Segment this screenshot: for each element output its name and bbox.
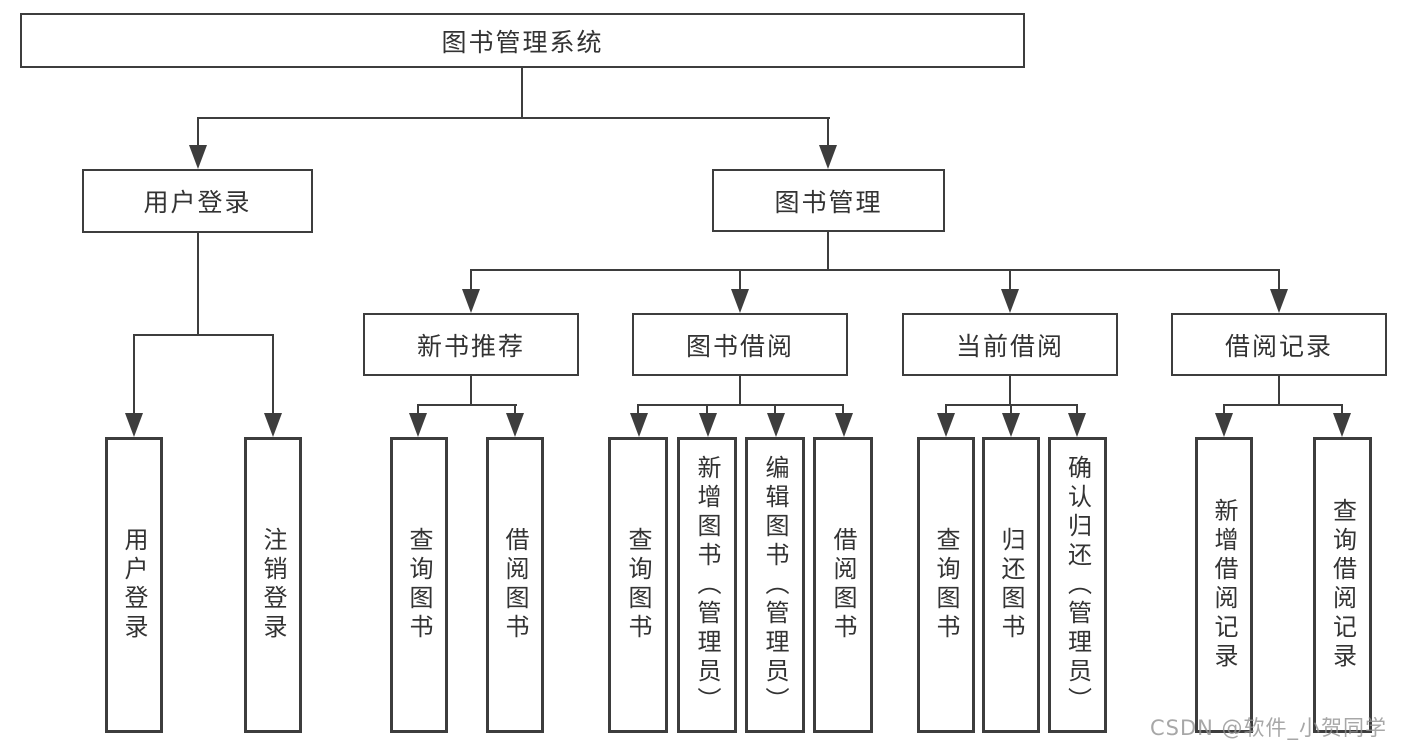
connector-line: [417, 404, 419, 415]
connector-line: [521, 68, 523, 119]
node-label: 图书管理系统: [441, 27, 604, 57]
connector-line: [1223, 404, 1225, 415]
arrowhead-icon: [937, 413, 955, 437]
arrowhead-icon: [264, 413, 282, 437]
connector-line: [470, 376, 472, 406]
leaf-nbr-borrow-books: 借阅图书: [486, 437, 544, 733]
node-label: 当前借阅: [955, 331, 1064, 361]
node-label: 确认归还（管理员）: [1063, 454, 1092, 716]
node-label: 借阅记录: [1224, 331, 1333, 361]
arrowhead-icon: [731, 289, 749, 313]
arrowhead-icon: [767, 413, 785, 437]
connector-line: [1278, 376, 1280, 406]
arrowhead-icon: [409, 413, 427, 437]
connector-line: [197, 117, 199, 147]
node-label: 借阅图书: [501, 527, 529, 643]
connector-line: [133, 334, 135, 415]
leaf-logout: 注销登录: [244, 437, 302, 733]
leaf-nbr-query-books: 查询图书: [390, 437, 448, 733]
arrowhead-icon: [506, 413, 524, 437]
node-label: 查询借阅记录: [1328, 498, 1357, 672]
node-label: 新书推荐: [416, 331, 525, 361]
leaf-br-query-record: 查询借阅记录: [1313, 437, 1372, 733]
leaf-cb-query-books: 查询图书: [917, 437, 975, 733]
node-new-book-recommend: 新书推荐: [363, 313, 579, 376]
leaf-br-add-record: 新增借阅记录: [1195, 437, 1253, 733]
connector-line: [514, 404, 516, 415]
connector-line: [272, 334, 274, 415]
connector-line: [1278, 269, 1280, 291]
connector-line: [417, 404, 517, 406]
node-user-login: 用户登录: [82, 169, 313, 233]
leaf-bb-add-books-admin: 新增图书（管理员）: [677, 437, 737, 733]
arrowhead-icon: [1068, 413, 1086, 437]
node-label: 用户登录: [143, 188, 252, 217]
arrowhead-icon: [1001, 289, 1019, 313]
connector-line: [945, 404, 947, 415]
connector-line: [470, 269, 472, 291]
connector-line: [470, 269, 1280, 271]
node-label: 查询图书: [932, 527, 960, 643]
arrowhead-icon: [699, 413, 717, 437]
node-label: 图书管理: [774, 187, 883, 217]
node-label: 用户登录: [120, 527, 148, 643]
connector-line: [637, 404, 844, 406]
leaf-bb-query-books: 查询图书: [608, 437, 668, 733]
connector-line: [739, 376, 741, 406]
connector-line: [1010, 404, 1012, 415]
connector-line: [827, 117, 829, 147]
connector-line: [637, 404, 639, 415]
arrowhead-icon: [189, 145, 207, 169]
node-label: 查询图书: [405, 527, 433, 643]
arrowhead-icon: [1215, 413, 1233, 437]
connector-line: [706, 404, 708, 415]
connector-line: [1341, 404, 1343, 415]
node-book-borrowing: 图书借阅: [632, 313, 848, 376]
node-label: 编辑图书（管理员）: [761, 454, 789, 716]
arrowhead-icon: [462, 289, 480, 313]
connector-line: [1223, 404, 1343, 406]
leaf-cb-confirm-return-admin: 确认归还（管理员）: [1048, 437, 1107, 733]
connector-line: [1076, 404, 1078, 415]
arrowhead-icon: [1002, 413, 1020, 437]
node-root: 图书管理系统: [20, 13, 1025, 68]
connector-line: [774, 404, 776, 415]
connector-line: [827, 232, 829, 271]
node-label: 归还图书: [997, 527, 1025, 643]
connector-line: [133, 334, 274, 336]
connector-line: [739, 269, 741, 291]
node-label: 新增图书（管理员）: [693, 454, 721, 716]
connector-line: [197, 117, 830, 119]
leaf-bb-edit-books-admin: 编辑图书（管理员）: [745, 437, 805, 733]
arrowhead-icon: [125, 413, 143, 437]
arrowhead-icon: [1270, 289, 1288, 313]
connector-line: [1009, 376, 1011, 406]
node-label: 图书借阅: [685, 331, 794, 361]
connector-line: [197, 233, 199, 336]
arrowhead-icon: [835, 413, 853, 437]
leaf-bb-borrow-books: 借阅图书: [813, 437, 873, 733]
node-label: 查询图书: [624, 527, 652, 643]
connector-line: [1009, 269, 1011, 291]
arrowhead-icon: [630, 413, 648, 437]
node-book-management: 图书管理: [712, 169, 945, 232]
node-borrow-records: 借阅记录: [1171, 313, 1387, 376]
leaf-user-login: 用户登录: [105, 437, 163, 733]
csdn-watermark: CSDN @软件_小贺同学: [1150, 716, 1388, 740]
leaf-cb-return-books: 归还图书: [982, 437, 1040, 733]
node-current-borrowing: 当前借阅: [902, 313, 1118, 376]
arrowhead-icon: [819, 145, 837, 169]
node-label: 注销登录: [259, 527, 287, 643]
node-label: 借阅图书: [829, 527, 857, 643]
arrowhead-icon: [1333, 413, 1351, 437]
node-label: 新增借阅记录: [1210, 498, 1238, 672]
connector-line: [842, 404, 844, 415]
